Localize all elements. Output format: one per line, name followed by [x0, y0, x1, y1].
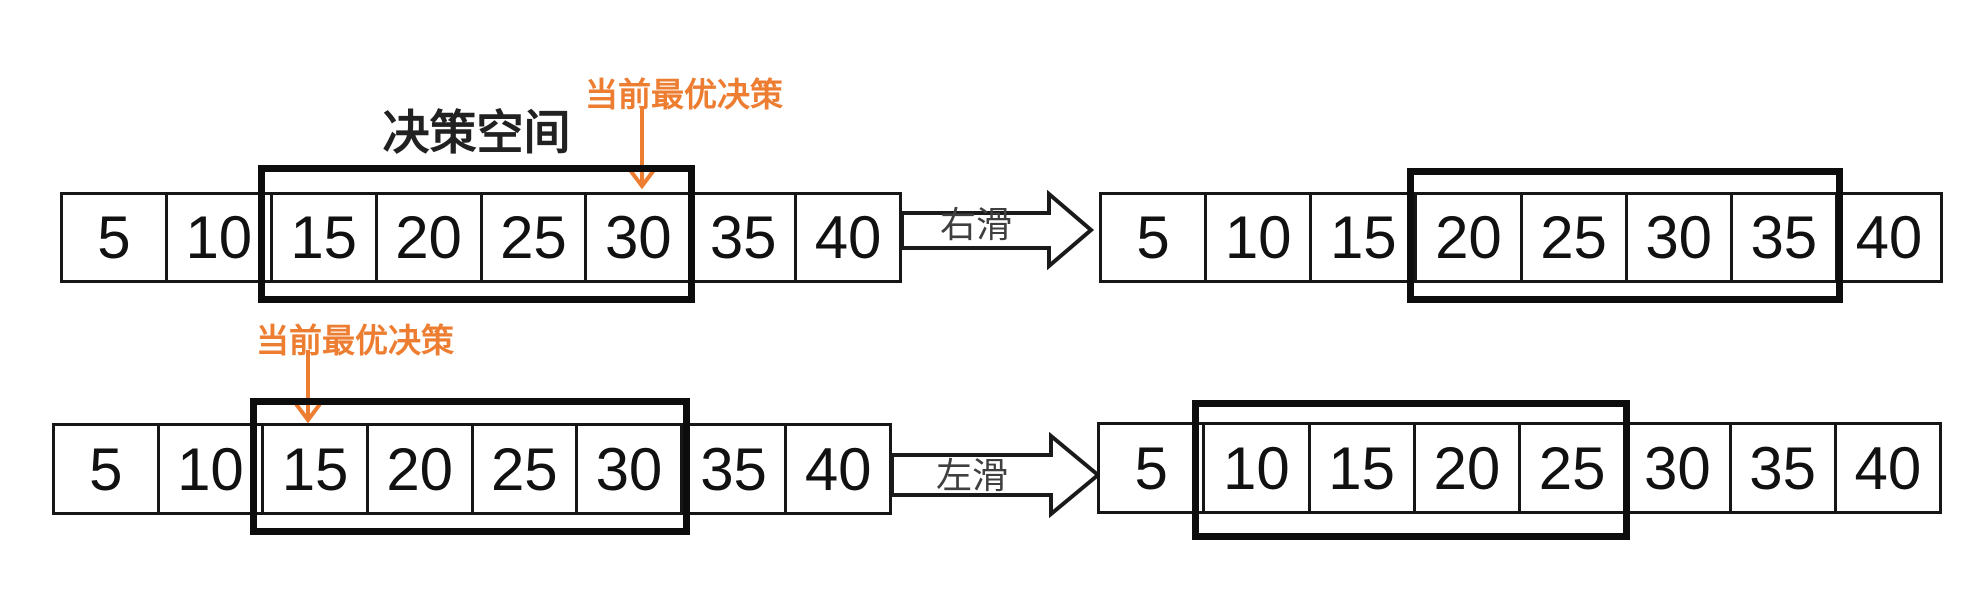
- array-cell: 25: [1523, 195, 1628, 280]
- array-cell: 30: [587, 195, 693, 280]
- array-cell: 20: [1416, 425, 1521, 511]
- array-cell: 5: [1102, 195, 1208, 280]
- array-cell: 15: [1311, 425, 1416, 511]
- array-cell: 5: [63, 195, 168, 280]
- array-cell: 15: [1312, 195, 1418, 280]
- array-cell: 25: [1521, 425, 1627, 511]
- slide-left-arrow-icon: [890, 431, 1102, 523]
- array-cell: 40: [814, 204, 882, 271]
- array-cell: 20: [369, 426, 474, 512]
- array-cell: 25: [483, 195, 588, 280]
- current-best-label-bottom: 当前最优决策: [256, 322, 454, 359]
- array-cell: 5: [55, 426, 160, 512]
- array-cell: 30: [1626, 425, 1732, 511]
- array-cell: 10: [160, 426, 265, 512]
- slide-right-arrow-icon: [900, 189, 1095, 275]
- array-cell: 40: [1855, 204, 1923, 271]
- array-cell: 40: [1854, 434, 1922, 502]
- array-cell: 30: [1628, 195, 1733, 280]
- decision-space-label: 决策空间: [382, 106, 571, 159]
- array-cell: 15: [264, 426, 369, 512]
- array-cell: 35: [692, 195, 798, 280]
- array-cell: 20: [378, 195, 483, 280]
- array-cell: 10: [1205, 425, 1311, 511]
- array-cell: 35: [1732, 425, 1837, 511]
- array-cell: 25: [474, 426, 579, 512]
- array-cell: 30: [578, 426, 683, 512]
- array-cell: 35: [1733, 195, 1838, 280]
- current-best-label-top: 当前最优决策: [585, 76, 783, 113]
- array-cell: 35: [683, 426, 788, 512]
- array-cell: 20: [1417, 195, 1523, 280]
- array-cell: 15: [273, 195, 378, 280]
- array-cell: 10: [1207, 195, 1313, 280]
- slide-right-label: 右滑: [939, 205, 1012, 245]
- array-cell: 5: [1100, 425, 1206, 511]
- array-cell: 10: [168, 195, 273, 280]
- array-cell: 40: [804, 435, 872, 503]
- slide-left-label: 左滑: [935, 456, 1008, 496]
